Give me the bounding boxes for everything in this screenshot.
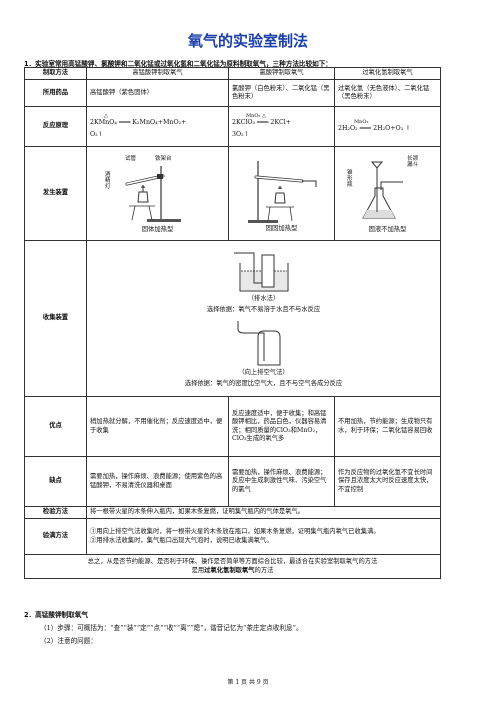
apparatus-label: 发生装置 — [24, 146, 87, 241]
header-h2o2: 过氧化氢制取氧气 — [334, 67, 441, 80]
full-check-line-2: ②用排水法收集时，集气瓶口出现大气泡时，说明已收集满氧气。 — [90, 536, 273, 544]
kmno4-caption: 固体加热型 — [141, 226, 174, 234]
apparatus-kmno4: 试管 铁架台 酒精灯 固体加热型 — [86, 146, 229, 241]
collection-row: 收集装置 （排水法） 选择依据：氧气不易溶于水且不与水反应 （向上排空气法） — [24, 240, 441, 397]
water-method-basis: 选择依据：氧气不易溶于水且不与水反应 — [206, 306, 321, 313]
water-method-caption: （排水法） — [247, 294, 280, 302]
summary-suffix: 的方法 — [254, 566, 274, 574]
header-kmno4: 高锰酸钾制取氧气 — [86, 67, 229, 80]
summary-cell: 总之，从是否节约能源、是否利于环保、操作是否简单等方面综合比较，最适合在实验室制… — [24, 554, 441, 579]
section-2-heading: 2．高锰酸钾制取氧气 — [24, 611, 88, 619]
reagents-h2o2: 过氧化氢（无色液体）、二氧化锰（黑色粉末） — [334, 79, 441, 107]
summary-line-1: 总之，从是否节约能源、是否利于环保、操作是否简单等方面综合比较，最适合在实验室制… — [87, 558, 378, 565]
test-label: 检验方法 — [24, 506, 87, 519]
air-method-basis: 选择依据：氧气的密度比空气大，且不与空气各成分反应 — [184, 380, 343, 387]
water-displacement-icon — [233, 252, 288, 291]
test-row: 检验方法 将一根带火星的木条伸入瓶内，如果木条复燃，证明集气瓶内的气体是氧气。 — [24, 506, 441, 519]
reagents-kmno4: 高锰酸钾（紫色固体） — [86, 79, 229, 107]
upward-air-displacement-icon — [237, 320, 280, 365]
kclo3-equation-cont: 3O₂↑ — [232, 131, 249, 138]
apparatus-kclo3: 固固加热型 — [228, 146, 335, 241]
reagents-row: 所用药品 高锰酸钾（紫色固体） 氯酸钾（白色粉末）、二氧化锰（黑色粉末） 过氧化… — [24, 79, 441, 107]
funnel-label: 长颈漏斗 — [407, 156, 419, 169]
stand-label: 铁架台 — [155, 156, 172, 163]
kclo3-condition: MnO₂ △ — [246, 112, 266, 119]
solid-liquid-apparatus-icon — [362, 161, 403, 219]
kclo3-equation: 2KClO₃ ═══ 2KCl+ — [232, 118, 292, 126]
reagents-label: 所用药品 — [24, 79, 87, 107]
comparison-table: 制取方法 高锰酸钾制取氧气 氯酸钾制取氧气 过氧化氢制取氧气 所用药品 高锰酸钾… — [24, 67, 441, 579]
step-1-text: （1）步骤：可概括为：“查”“装”“定”“点”“收”“离”“熄”，谐音记忆为“茶… — [40, 624, 303, 632]
cons-kclo3: 需要加热，操作麻烦、浪费能源；反应中生成刺激性气味、污染空气的氯气 — [228, 456, 335, 507]
principle-kmno4: △ 2KMnO₄ ═══ K₂MnO₄+MnO₂+ O₂↑ — [86, 106, 229, 147]
pros-row: 优点 稍加热就分解，不用催化剂；反应速度适中，便于收集 反应速度适中，便于收集；… — [24, 396, 441, 457]
header-method: 制取方法 — [24, 67, 87, 80]
h2o2-diagram: 长颈漏斗 锥形瓶 — [336, 152, 440, 226]
solid-solid-heating-apparatus-icon — [247, 161, 316, 224]
kmno4-equation-cont: O₂↑ — [90, 131, 103, 138]
full-check-row: 验满方法 ①用向上排空气法收集时，将一根带火星的木条放在瓶口，如果木条复燃，证明… — [24, 518, 441, 555]
test-text: 将一根带火星的木条伸入瓶内，如果木条复燃，证明集气瓶内的气体是氧气。 — [86, 506, 441, 519]
cons-row: 缺点 需要加热，操作麻烦、浪费能源；使用紫色的高锰酸钾，不易清洗仪器和桌面 需要… — [24, 456, 441, 507]
air-method-caption: （向上排空气法） — [238, 368, 289, 376]
tube-label: 试管 — [125, 156, 137, 163]
full-check-label: 验满方法 — [24, 518, 87, 555]
collection-content: （排水法） 选择依据：氧气不易溶于水且不与水反应 （向上排空气法） 选择依据：氧… — [86, 240, 441, 397]
full-check-content: ①用向上排空气法收集时，将一根带火星的木条放在瓶口，如果木条复燃，证明集气瓶内氧… — [86, 518, 441, 555]
kclo3-caption: 固固加热型 — [265, 225, 298, 233]
pros-kmno4: 稍加热就分解，不用催化剂；反应速度适中，便于收集 — [86, 396, 229, 457]
apparatus-row: 发生装置 试管 铁架台 酒精灯 — [24, 146, 441, 241]
step-2-text: （2）注意的问题： — [40, 637, 97, 645]
cons-label: 缺点 — [24, 456, 87, 507]
principle-h2o2: MnO₂ 2H₂O₂ ═══ 2H₂O+O₂ ↑ — [334, 106, 441, 147]
pros-h2o2: 不用加热，节约能源；生成物只有水，利于环保；二氧化锰容易回收 — [334, 396, 441, 457]
cons-kmno4: 需要加热，操作麻烦、浪费能源；使用紫色的高锰酸钾，不易清洗仪器和桌面 — [86, 456, 229, 507]
pros-label: 优点 — [24, 396, 87, 457]
summary-line-2: 是用过氧化氢制取氧气的方法 — [28, 567, 437, 576]
apparatus-h2o2: 长颈漏斗 锥形瓶 固液不加热型 — [334, 146, 441, 241]
kmno4-diagram: 试管 铁架台 酒精灯 — [88, 152, 228, 226]
cons-h2o2: 作为反应物的过氧化氢不宜长时间保存且浓度太大时反应速度太快，不宜控制 — [334, 456, 441, 507]
reagents-kclo3: 氯酸钾（白色粉末）、二氧化锰（黑色粉末） — [228, 79, 335, 107]
h2o2-condition: MnO₂ — [354, 118, 369, 125]
intro-line: 1．实验室常用高锰酸钾、氯酸钾和二氧化锰或过氧化氢和二氧化锰为原料制取氧气，三种… — [24, 60, 332, 68]
page-title: 氧气的实验室制法 — [187, 32, 308, 50]
pros-kclo3: 反应速度适中，便于收集；和高锰酸钾相比，药品白色，仪器容易清洗；相同质量的ClO… — [228, 396, 335, 457]
principle-kclo3: MnO₂ △ 2KClO₃ ═══ 2KCl+ 3O₂↑ — [228, 106, 335, 147]
kmno4-condition: △ — [104, 112, 108, 119]
header-kclo3: 氯酸钾制取氧气 — [228, 67, 335, 80]
flask-label: 锥形瓶 — [347, 170, 353, 189]
lamp-label: 酒精灯 — [105, 172, 111, 191]
principle-row: 反应原理 △ 2KMnO₄ ═══ K₂MnO₄+MnO₂+ O₂↑ MnO₂ … — [24, 106, 441, 147]
h2o2-equation: 2H₂O₂ ═══ 2H₂O+O₂ ↑ — [338, 124, 411, 132]
page-footer: 第 1 页 共 9 页 — [227, 679, 269, 686]
summary-row: 总之，从是否节约能源、是否利于环保、操作是否简单等方面综合比较，最适合在实验室制… — [24, 554, 441, 579]
summary-prefix: 是用 — [191, 566, 205, 574]
full-check-line-1: ①用向上排空气法收集时，将一根带火星的木条放在瓶口，如果木条复燃，证明集气瓶内氧… — [90, 528, 380, 535]
principle-label: 反应原理 — [24, 106, 87, 147]
table-header-row: 制取方法 高锰酸钾制取氧气 氯酸钾制取氧气 过氧化氢制取氧气 — [24, 67, 441, 80]
h2o2-caption: 固液不加热型 — [368, 226, 407, 234]
solid-heating-apparatus-icon — [125, 166, 181, 223]
kmno4-equation: 2KMnO₄ ═══ K₂MnO₄+MnO₂+ — [90, 118, 187, 126]
summary-highlight: 过氧化氢制取氧气 — [204, 566, 255, 574]
collection-label: 收集装置 — [24, 240, 87, 397]
